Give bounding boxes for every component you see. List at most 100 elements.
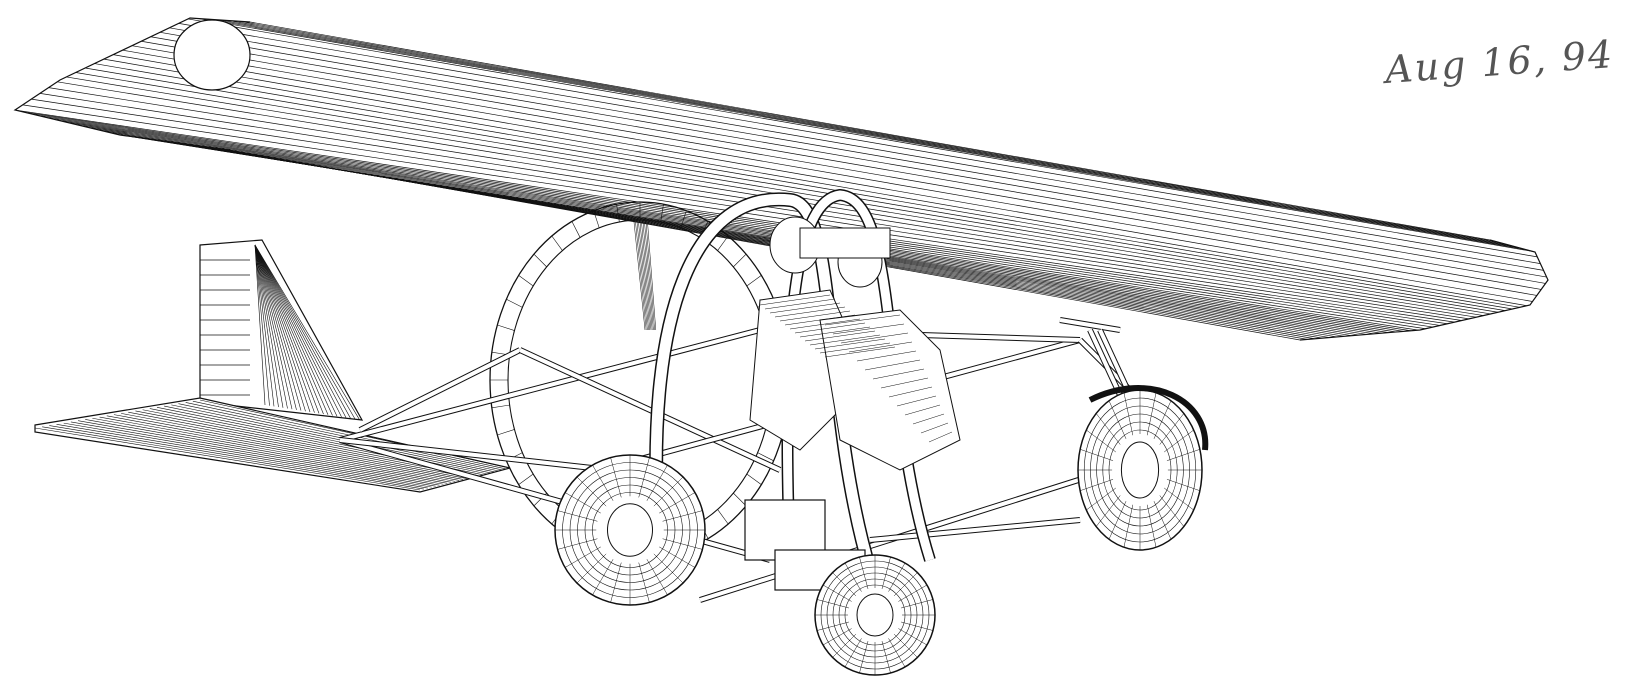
hoop-segment <box>733 253 747 268</box>
rear-left-wheel-mesh <box>564 492 601 514</box>
stabilizer-line <box>121 413 468 479</box>
rear-right-wheel-mesh <box>822 628 852 646</box>
stabilizer-line <box>77 420 444 485</box>
hoop-segment <box>717 509 729 525</box>
wing-rib-line <box>113 54 1533 302</box>
rear-right-wheel-mesh <box>901 599 934 609</box>
wing-rib-line <box>150 36 1547 278</box>
front-wheel-mesh <box>1153 501 1172 540</box>
stabilizer-line <box>49 425 428 489</box>
frame-tube-fill <box>339 438 771 562</box>
front-wheel-mesh <box>1123 392 1134 436</box>
wing-rib-line <box>141 40 1546 284</box>
wing-rib-line <box>76 124 1412 332</box>
front-wheel-mesh <box>1108 400 1127 439</box>
rear-left-wheel-mesh <box>557 538 598 550</box>
propeller-blade <box>642 221 653 331</box>
wing-rib-line <box>106 131 1389 333</box>
wing-rib-line <box>159 31 1544 271</box>
rider <box>749 216 961 471</box>
passenger-shading <box>888 386 933 398</box>
fin-stringer <box>254 244 356 420</box>
rear-left-wheel-mesh <box>638 562 650 603</box>
rear-left-wheel-mesh <box>653 553 684 584</box>
rear-left-wheel-mesh <box>576 553 607 584</box>
fin-stringer <box>254 244 302 411</box>
wing-rib-line <box>178 23 1538 258</box>
front-wheel-mesh <box>1146 392 1157 436</box>
front-wheel-hub <box>1120 441 1160 499</box>
front-wheel-mesh <box>1080 449 1114 461</box>
wing-rib-line <box>188 18 1534 252</box>
wing-rib-line <box>198 18 1526 250</box>
front-wheel-mesh <box>1080 479 1114 491</box>
propeller-blade <box>635 221 647 331</box>
front-wheel-mesh <box>1095 495 1121 527</box>
propeller-blade <box>645 221 655 331</box>
rider-shading <box>824 346 896 358</box>
frame-tube-fill <box>1059 318 1121 332</box>
hoop-segment <box>746 473 762 485</box>
front-wheel-mesh <box>1164 429 1194 453</box>
rear-left-wheel-mesh <box>576 476 607 507</box>
stabilizer-line <box>99 416 456 482</box>
passenger-shading <box>840 332 909 344</box>
stabilizer-line <box>178 403 499 472</box>
wing-rib-line <box>208 18 1519 248</box>
front-fender <box>1088 385 1209 451</box>
propeller-blade <box>647 221 657 331</box>
rear-right-wheel-mesh <box>893 633 918 658</box>
front-wheel-mesh <box>1123 504 1134 548</box>
rider-shading <box>774 306 846 318</box>
hoop-segment <box>533 253 547 268</box>
front-wheel-mesh <box>1159 413 1185 445</box>
hoop-segment <box>616 204 620 223</box>
front-wheel-mesh <box>1166 479 1200 491</box>
wheels <box>554 385 1209 676</box>
wing-rib-line <box>96 129 1397 333</box>
rear-left-wheel-mesh <box>564 546 601 568</box>
wing-rib-line <box>122 49 1537 296</box>
wing-rib-line <box>249 21 1491 241</box>
passenger-body <box>819 309 961 471</box>
front-wheel-mesh <box>1086 429 1116 453</box>
hoop-segment <box>733 492 747 507</box>
rider-shading <box>799 326 871 338</box>
passenger-shading <box>904 404 941 416</box>
fin-stringer <box>254 244 293 410</box>
rider-shading <box>794 322 866 334</box>
hoop-segment <box>506 298 523 308</box>
rear-left-wheel-mesh <box>592 559 614 596</box>
front-wheel-mesh <box>1108 501 1127 540</box>
seat-back <box>799 227 891 259</box>
rider-shading <box>769 302 841 314</box>
rear-left-wheel-mesh <box>592 464 614 501</box>
propeller-blade <box>639 221 651 331</box>
wing-left-tip <box>13 17 251 151</box>
propeller-blade <box>644 221 654 331</box>
passenger-shading <box>856 350 917 362</box>
wing-rib-line <box>75 72 1506 311</box>
hoop-segment <box>491 404 510 409</box>
rear-right-wheel-mesh <box>898 628 928 646</box>
hoop-segment <box>571 221 581 238</box>
rider-shading <box>814 338 886 350</box>
rider-shading <box>759 294 831 306</box>
rear-left-wheel-hub <box>607 503 653 557</box>
fin-stringer <box>254 244 284 408</box>
rider-shading <box>819 342 891 354</box>
rider-shading <box>779 310 851 322</box>
stabilizer-line <box>164 405 491 474</box>
rear-right-wheel-mesh <box>901 621 934 631</box>
propeller-blade <box>641 221 652 331</box>
wing-right-tip <box>1299 239 1549 341</box>
fin-stringer <box>254 244 275 407</box>
fin-stringer <box>254 244 351 419</box>
hoop-segment <box>497 324 515 331</box>
rear-left-wheel-mesh <box>638 457 650 498</box>
fin-stringer <box>254 244 333 416</box>
front-wheel-mesh <box>1166 449 1200 461</box>
rear-right-wheel-mesh <box>881 641 891 674</box>
frame-tube-fill <box>339 438 611 472</box>
hoop-segment <box>660 204 664 223</box>
